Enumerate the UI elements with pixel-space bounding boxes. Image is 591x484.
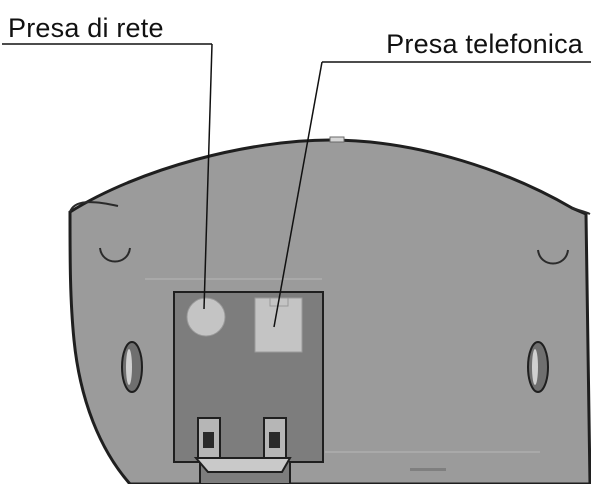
mains-socket-label: Presa di rete <box>8 13 164 43</box>
phone-socket-notch <box>269 298 289 307</box>
left-cable-clip <box>197 417 221 459</box>
housing-body <box>68 138 591 484</box>
right-side-foot <box>527 341 549 393</box>
phone-leader-line <box>273 61 323 328</box>
mains-leader-line <box>203 43 213 310</box>
right-cable-clip <box>263 417 287 459</box>
left-shoulder <box>69 201 119 213</box>
phone-socket-label: Presa telefonica <box>386 29 583 59</box>
bottom-tab <box>193 457 292 473</box>
top-vent <box>329 136 345 143</box>
mains-socket <box>186 297 226 337</box>
right-shoulder <box>571 207 591 215</box>
bottom-slot <box>410 468 446 471</box>
left-foot <box>99 247 131 263</box>
right-foot <box>537 249 569 265</box>
left-side-foot <box>121 341 143 393</box>
phone-socket <box>254 297 303 353</box>
